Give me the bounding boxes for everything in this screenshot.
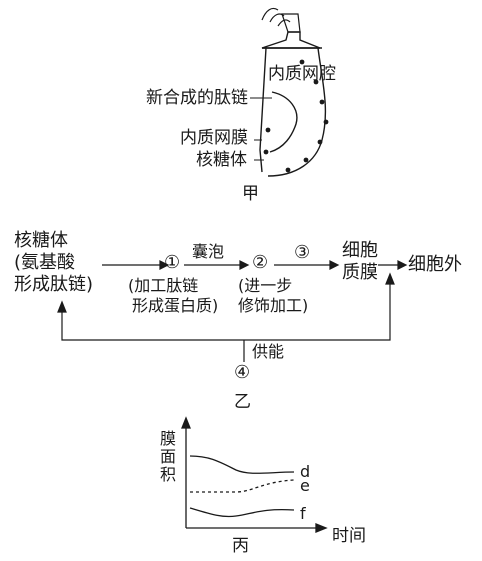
- diagram-yi: [57, 260, 408, 362]
- ribosome-dot: [317, 139, 323, 145]
- label-step4: ④: [234, 362, 251, 383]
- arrowhead-2: [239, 260, 250, 270]
- ribosome-dot: [263, 149, 269, 155]
- diagram-bing: [181, 416, 328, 533]
- ribosome-dot: [265, 127, 271, 133]
- hand-icon: [261, 7, 291, 27]
- er-membrane-left: [259, 47, 267, 173]
- label-ribosome-yi: 核糖体: [14, 230, 68, 251]
- label-step1-line2: 形成蛋白质): [132, 296, 219, 315]
- label-step2-line2: 修饰加工): [238, 296, 309, 315]
- hand-outline: [281, 13, 301, 33]
- label-cell-membrane-2: 质膜: [342, 262, 378, 283]
- diagram-jia: [250, 7, 327, 177]
- label-step1-line1: (加工肽链: [128, 276, 199, 295]
- label-ylabel: 膜面积: [160, 429, 177, 484]
- label-figure-bing: 丙: [232, 536, 249, 556]
- er-membrane-right: [267, 47, 327, 177]
- curve-d: [189, 455, 295, 474]
- label-new-peptide: 新合成的肽链: [146, 88, 248, 108]
- ribosome-dot: [285, 167, 291, 173]
- label-cell-membrane-1: 细胞: [342, 240, 378, 261]
- arrowhead-energy-right: [385, 272, 395, 285]
- label-xlabel: 时间: [332, 526, 366, 546]
- ribosome-dot: [303, 157, 309, 163]
- y-axis-arrowhead: [181, 416, 191, 429]
- ribosome-dot: [323, 119, 329, 125]
- arrowhead-3: [329, 260, 340, 270]
- arrowhead-out: [397, 260, 408, 270]
- x-axis-arrowhead: [315, 523, 328, 533]
- label-er-membrane: 内质网膜: [180, 128, 248, 148]
- label-outside-cell: 细胞外: [408, 254, 462, 275]
- arrowhead-1: [159, 260, 170, 270]
- ribosome-dot: [319, 99, 325, 105]
- label-figure-jia: 甲: [242, 184, 259, 204]
- ribosome-dot: [299, 59, 305, 65]
- energy-loop: [61, 284, 391, 341]
- label-er-lumen: 内质网腔: [268, 64, 336, 84]
- label-curve-f: f: [300, 504, 306, 523]
- ribosome-dot: [313, 79, 319, 85]
- label-form-peptide: 形成肽链): [14, 274, 94, 295]
- arrowhead-energy-left: [57, 300, 67, 313]
- label-curve-d: d: [300, 462, 311, 481]
- label-figure-yi: 乙: [234, 392, 251, 412]
- ribosome-dots: [263, 59, 329, 173]
- label-amino-acid: (氨基酸: [14, 252, 76, 273]
- label-step3: ③: [294, 242, 311, 263]
- curve-e: [190, 479, 295, 493]
- label-step2: ②: [252, 252, 269, 273]
- label-ribosome-jia: 核糖体: [196, 150, 247, 170]
- label-curve-e: e: [300, 476, 310, 495]
- funnel-top: [261, 31, 321, 49]
- er-lumen-contour: [269, 91, 298, 153]
- label-vesicle: 囊泡: [192, 242, 225, 261]
- label-energy: 供能: [252, 342, 285, 361]
- label-step2-line1: (进一步: [238, 276, 293, 295]
- label-step1: ①: [164, 252, 181, 273]
- curve-f: [189, 507, 295, 518]
